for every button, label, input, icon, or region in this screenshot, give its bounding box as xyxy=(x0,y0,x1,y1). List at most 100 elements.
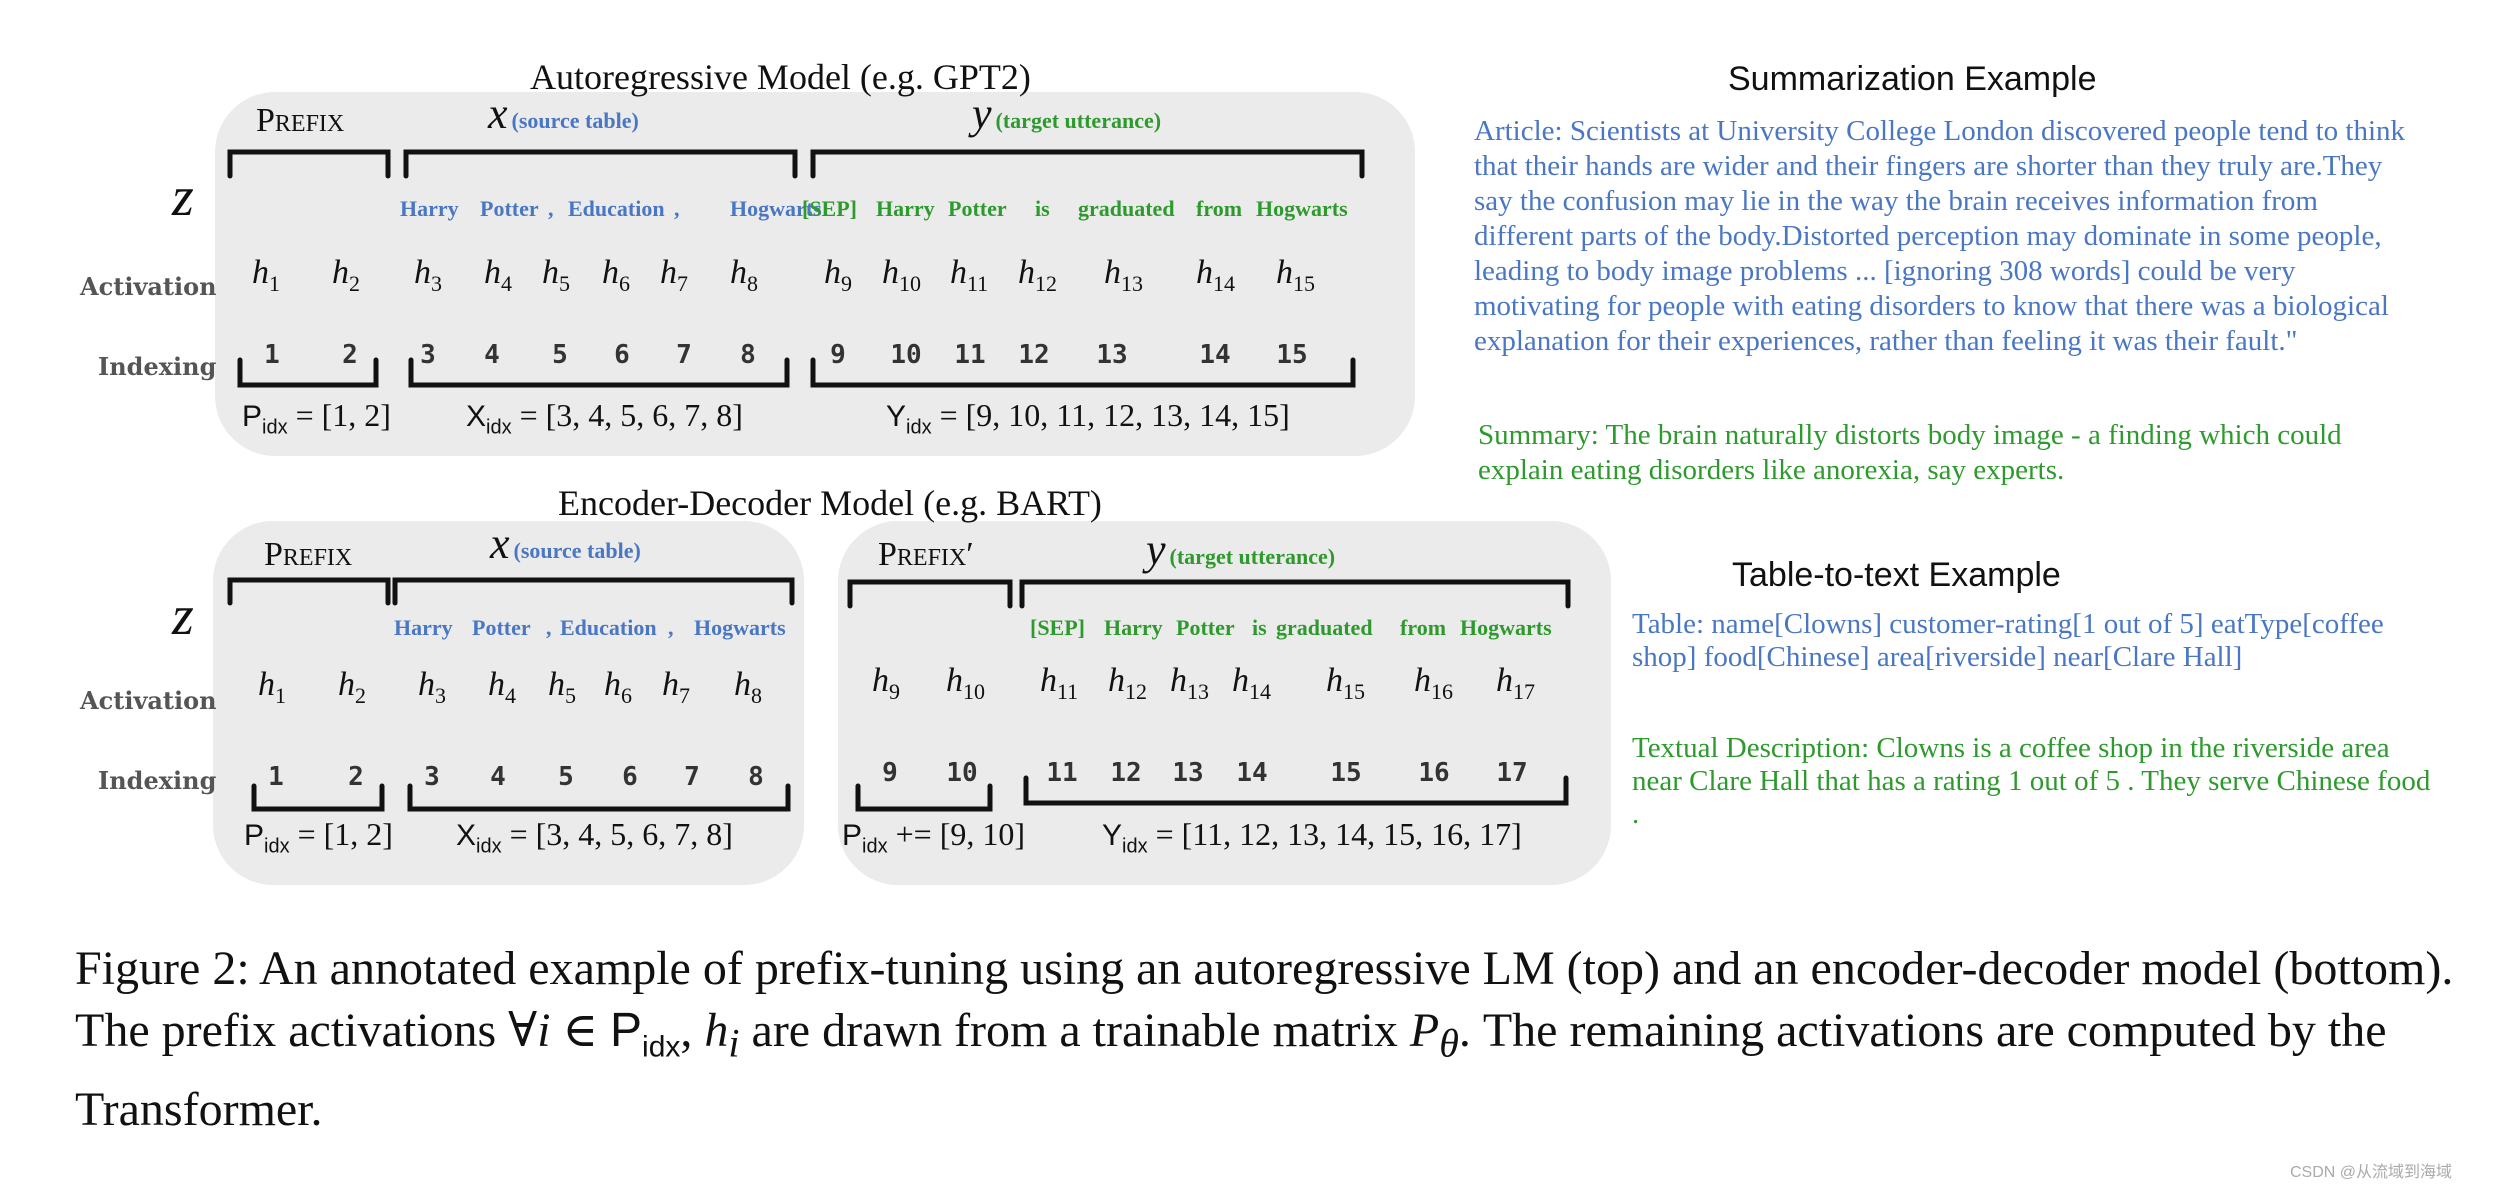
index-number: 6 xyxy=(622,762,638,792)
token-target: from xyxy=(1196,196,1243,221)
activation: h16 xyxy=(1414,662,1453,704)
activation: h17 xyxy=(1496,662,1535,704)
index-number: 1 xyxy=(268,762,284,792)
activation: h4 xyxy=(488,666,516,708)
index-number: 11 xyxy=(1046,758,1078,788)
token-target: graduated xyxy=(1276,615,1373,640)
activation: h14 xyxy=(1196,254,1235,296)
y-label: y (target utterance) xyxy=(972,88,1161,139)
index-number: 4 xyxy=(484,340,500,370)
activation: h1 xyxy=(258,666,286,708)
activation: h11 xyxy=(1040,662,1079,704)
token-target: is xyxy=(1035,196,1050,221)
enc-prefix-label: Prefix xyxy=(264,536,353,573)
activation: h4 xyxy=(484,254,512,296)
index-number: 9 xyxy=(882,758,898,788)
token-target: [SEP] xyxy=(802,196,857,221)
index-number: 16 xyxy=(1418,758,1450,788)
activation: h5 xyxy=(548,666,576,708)
index-number: 7 xyxy=(676,340,692,370)
activation: h10 xyxy=(946,662,985,704)
index-number: 3 xyxy=(420,340,436,370)
index-number: 1 xyxy=(264,340,280,370)
activation: h8 xyxy=(730,254,758,296)
dec-y-label: y (target utterance) xyxy=(1146,524,1335,575)
token-source: , xyxy=(548,196,554,221)
index-number: 7 xyxy=(684,762,700,792)
token-source: Harry xyxy=(394,615,453,640)
activation: h14 xyxy=(1232,662,1271,704)
dec-prefix-label: Prefix′ xyxy=(878,536,974,573)
activation: h5 xyxy=(542,254,570,296)
index-number: 12 xyxy=(1110,758,1142,788)
index-number: 15 xyxy=(1330,758,1362,788)
activation: h13 xyxy=(1170,662,1209,704)
enc-activation-label: Activation xyxy=(80,686,217,715)
activation: h7 xyxy=(660,254,688,296)
index-number: 15 xyxy=(1276,340,1308,370)
prefix-label: Prefix xyxy=(256,102,345,139)
p-idx-equation: Pidx = [1, 2] xyxy=(242,397,391,439)
token-source: Harry xyxy=(400,196,459,221)
token-target: Hogwarts xyxy=(1256,196,1348,221)
token-target: Harry xyxy=(876,196,935,221)
token-source: Education xyxy=(560,615,657,640)
activation: h11 xyxy=(950,254,989,296)
activation: h12 xyxy=(1018,254,1057,296)
x-symbol: x xyxy=(488,89,508,138)
activation-label: Activation xyxy=(80,272,217,301)
y-symbol: y xyxy=(972,89,992,138)
index-number: 11 xyxy=(954,340,986,370)
token-target: Harry xyxy=(1104,615,1163,640)
activation: h15 xyxy=(1276,254,1315,296)
token-target: [SEP] xyxy=(1030,615,1085,640)
enc-x-idx-equation: Xidx = [3, 4, 5, 6, 7, 8] xyxy=(456,816,733,858)
index-number: 8 xyxy=(740,340,756,370)
x-label: x (source table) xyxy=(488,88,639,139)
activation: h3 xyxy=(418,666,446,708)
token-source: Hogwarts xyxy=(694,615,786,640)
activation: h2 xyxy=(338,666,366,708)
z-label: z xyxy=(172,166,194,228)
token-source: Potter xyxy=(472,615,531,640)
index-number: 2 xyxy=(348,762,364,792)
watermark: CSDN @从流域到海域 xyxy=(2290,1164,2453,1181)
token-source: , xyxy=(674,196,680,221)
token-target: Potter xyxy=(1176,615,1235,640)
token-source: Education xyxy=(568,196,665,221)
token-target: graduated xyxy=(1078,196,1175,221)
dec-y-idx-equation: Yidx = [11, 12, 13, 14, 15, 16, 17] xyxy=(1102,816,1522,858)
index-number: 9 xyxy=(830,340,846,370)
index-number: 13 xyxy=(1096,340,1128,370)
index-number: 17 xyxy=(1496,758,1528,788)
activation: h9 xyxy=(824,254,852,296)
activation: h6 xyxy=(604,666,632,708)
token-target: Potter xyxy=(948,196,1007,221)
y-annotation: (target utterance) xyxy=(995,108,1162,133)
index-number: 5 xyxy=(558,762,574,792)
enc-x-annotation: (source table) xyxy=(513,538,641,563)
index-number: 8 xyxy=(748,762,764,792)
index-number: 14 xyxy=(1236,758,1268,788)
index-number: 6 xyxy=(614,340,630,370)
dec-y-annotation: (target utterance) xyxy=(1169,544,1336,569)
y-idx-equation: Yidx = [9, 10, 11, 12, 13, 14, 15] xyxy=(886,397,1290,439)
token-source: Hogwarts xyxy=(730,196,822,221)
table-to-text-description: Textual Description: Clowns is a coffee … xyxy=(1632,732,2431,830)
activation: h9 xyxy=(872,662,900,704)
activation: h15 xyxy=(1326,662,1365,704)
figure-caption: Figure 2: An annotated example of prefix… xyxy=(75,942,2454,1136)
x-annotation: (source table) xyxy=(511,108,639,133)
dec-p-idx-equation: Pidx += [9, 10] xyxy=(842,816,1025,858)
activation: h7 xyxy=(662,666,690,708)
activation: h12 xyxy=(1108,662,1147,704)
table-to-text-title: Table-to-text Example xyxy=(1732,556,2061,594)
token-source: Potter xyxy=(480,196,539,221)
index-number: 2 xyxy=(342,340,358,370)
activation: h3 xyxy=(414,254,442,296)
index-number: 14 xyxy=(1199,340,1231,370)
enc-z-label: z xyxy=(172,585,194,647)
enc-indexing-label: Indexing xyxy=(98,766,217,795)
index-number: 3 xyxy=(424,762,440,792)
